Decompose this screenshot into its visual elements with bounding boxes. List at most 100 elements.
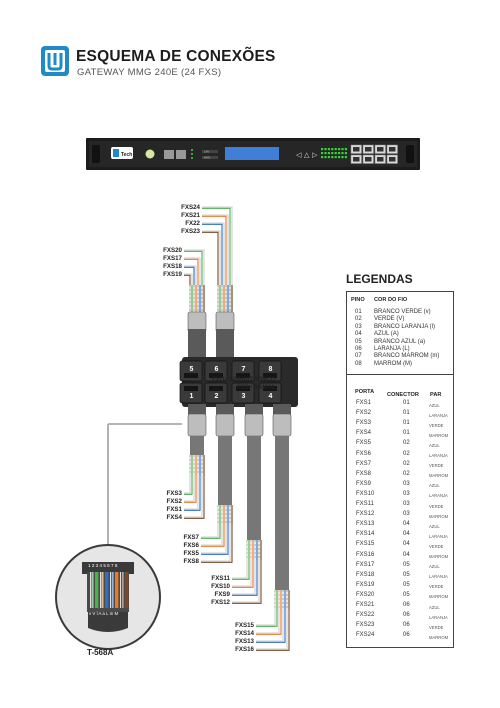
rj45-plug bbox=[272, 413, 292, 437]
status-led bbox=[321, 148, 324, 151]
legend-port: FXS20 bbox=[356, 591, 375, 598]
status-led bbox=[324, 152, 327, 155]
legend-pair-color: MARROM bbox=[429, 473, 449, 479]
connector-wire-stripe bbox=[121, 572, 123, 608]
status-led bbox=[327, 148, 330, 151]
legend-connector: 03 bbox=[403, 480, 410, 487]
device-rj45-socket bbox=[353, 157, 360, 162]
legend-pin-number: 01 bbox=[355, 309, 362, 315]
device-brand: Tech bbox=[121, 152, 132, 158]
legend-pair-color: MARROM bbox=[429, 513, 449, 519]
legend-pair-color: VERDE bbox=[429, 503, 444, 509]
status-led bbox=[338, 156, 341, 159]
legend-pair-color: AZUL bbox=[429, 564, 440, 570]
lower-group-4-label: FXS15 bbox=[235, 622, 254, 629]
lower-group-4-label: FXS13 bbox=[235, 638, 254, 645]
legend-port: FXS8 bbox=[356, 470, 372, 477]
rj45-plug bbox=[244, 413, 264, 437]
wire-white bbox=[202, 230, 221, 312]
status-led bbox=[331, 156, 334, 159]
upper-group-2-label: FXS20 bbox=[163, 247, 182, 254]
wire-white bbox=[184, 475, 195, 502]
wire-color bbox=[201, 525, 233, 563]
status-led bbox=[344, 148, 347, 151]
legend-pair-color: MARROM bbox=[429, 634, 449, 640]
connector-column-header: CONECTOR bbox=[387, 392, 419, 398]
legend-port: FXS12 bbox=[356, 511, 375, 518]
legend-connector: 03 bbox=[403, 511, 410, 518]
wire-white bbox=[256, 610, 276, 626]
legend-port: FXS13 bbox=[356, 521, 375, 528]
wire-color bbox=[256, 610, 278, 627]
lower-group-1-label: FXS2 bbox=[167, 498, 183, 505]
upper-group-1-label: FXS23 bbox=[181, 228, 200, 235]
rj45-boot bbox=[188, 404, 206, 416]
legend-pair-color: VERDE bbox=[429, 463, 444, 469]
legend-port: FXS19 bbox=[356, 581, 375, 588]
page-title: ESQUEMA DE CONEXÕES bbox=[76, 48, 276, 65]
panel-port-socket bbox=[236, 373, 250, 378]
legend-port: FXS9 bbox=[356, 480, 372, 487]
wire-color bbox=[184, 475, 197, 503]
svg-text:◁: ◁ bbox=[296, 151, 302, 159]
legend-pair-color: AZUL bbox=[429, 523, 440, 529]
legend-port: FXS11 bbox=[356, 501, 374, 507]
legend-pair-color: MARROM bbox=[429, 432, 449, 438]
connector-wire-solid bbox=[105, 572, 109, 608]
gateway-device: Tech LAN WAN ◁ △ ▷ bbox=[86, 138, 420, 170]
legend-pin-number: 02 bbox=[355, 316, 362, 323]
legend-port: FXS14 bbox=[356, 531, 375, 538]
legend-pair-color: MARROM bbox=[429, 594, 449, 600]
lower-group-3-label: FXS11 bbox=[211, 575, 230, 582]
status-led bbox=[331, 152, 334, 155]
lower-group-2-label: FXS5 bbox=[184, 550, 200, 557]
upper-group-1-label: FXS24 bbox=[181, 204, 200, 211]
device-rj45-socket bbox=[365, 147, 372, 152]
svg-text:▷: ▷ bbox=[312, 151, 318, 159]
status-led bbox=[344, 156, 347, 159]
legend-port: FXS6 bbox=[356, 450, 372, 457]
device-rj45-socket bbox=[389, 157, 396, 162]
svg-text:△: △ bbox=[304, 151, 310, 159]
lower-group-2-label: FXS6 bbox=[184, 542, 200, 549]
legend-connector: 05 bbox=[403, 571, 410, 578]
panel-port-socket bbox=[184, 386, 198, 391]
connector-wire-solid bbox=[115, 572, 119, 608]
wire-white bbox=[202, 206, 233, 312]
rj45-plug bbox=[215, 413, 235, 437]
legend-pair-color: VERDE bbox=[429, 584, 444, 590]
legend-port: FXS24 bbox=[356, 632, 375, 639]
legend-pair-color: LARANJA bbox=[429, 453, 448, 458]
legend-pair-color: AZUL bbox=[429, 402, 440, 408]
wire-white bbox=[256, 610, 284, 642]
connector-wire-solid bbox=[125, 572, 129, 608]
legend-pair-color: LARANJA bbox=[429, 493, 448, 499]
legend-connector: 03 bbox=[403, 490, 410, 497]
pin-column-header: PINO bbox=[351, 297, 365, 303]
upper-group-2-label: FXS18 bbox=[163, 263, 182, 270]
wire-color bbox=[202, 215, 227, 312]
connector-wire-stripe bbox=[111, 572, 113, 608]
wire-white bbox=[232, 560, 256, 595]
legend-port: FXS2 bbox=[356, 410, 372, 417]
legend-pin-number: 08 bbox=[355, 360, 362, 367]
panel-port-socket bbox=[263, 373, 277, 378]
panel-port-socket bbox=[263, 386, 277, 391]
device-rj45-socket bbox=[365, 157, 372, 162]
legend-connector: 05 bbox=[403, 591, 410, 598]
rj45-boot bbox=[188, 329, 206, 357]
wire-color bbox=[201, 525, 229, 555]
status-led bbox=[327, 152, 330, 155]
legend-port: FXS23 bbox=[356, 622, 375, 629]
device-rj45-socket bbox=[353, 147, 360, 152]
legend-port: FXS3 bbox=[356, 420, 372, 427]
legend-pair-color: AZUL bbox=[429, 442, 440, 448]
wire-color bbox=[256, 610, 290, 651]
wire-color bbox=[232, 560, 254, 588]
wire-white bbox=[201, 525, 223, 546]
legend-port: FXS16 bbox=[356, 551, 375, 558]
connector-wire-stripe bbox=[91, 572, 93, 608]
wire-color bbox=[256, 610, 282, 635]
lower-group-2-label: FXS8 bbox=[184, 558, 200, 565]
